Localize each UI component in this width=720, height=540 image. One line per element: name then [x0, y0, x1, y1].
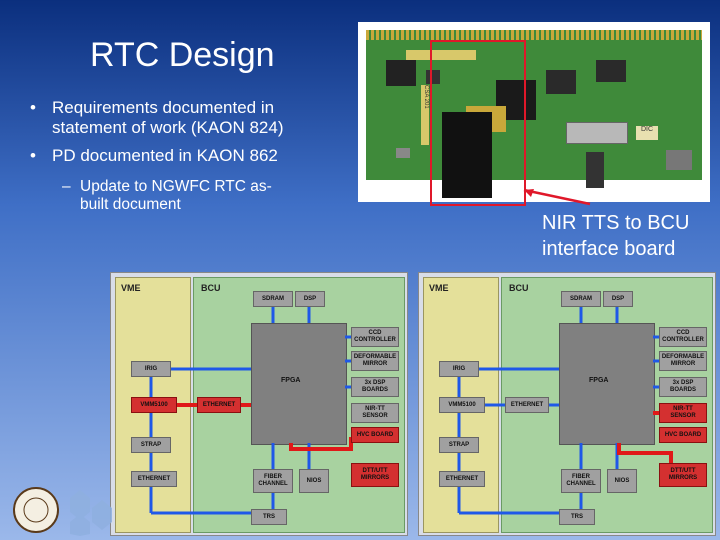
- sub-bullet-dash: –: [62, 178, 71, 195]
- vme-label: VME: [429, 283, 449, 293]
- dsp-boards-block: 3x DSP BOARDS: [351, 377, 399, 397]
- rj45-connector: [666, 150, 692, 170]
- ethernet-vme-block: ETHERNET: [131, 471, 177, 487]
- bullet-dot: •: [30, 146, 36, 165]
- chip: [546, 70, 576, 94]
- deformable-mirror-block: DEFORMABLE MIRROR: [351, 351, 399, 371]
- interface-board: [442, 112, 492, 198]
- block-diagram-left: VME BCU FPGA SDRAM DSP CCD CONTROLLER DE…: [110, 272, 408, 536]
- photo-caption: NIR TTS to BCU interface board: [542, 210, 689, 262]
- bullet-1-line-1: Requirements documented in: [52, 98, 275, 117]
- dtt-utt-mirrors-block: DTT/UTT MIRRORS: [659, 463, 707, 487]
- irig-block: IRIG: [131, 361, 171, 377]
- ccd-controller-block: CCD CONTROLLER: [351, 327, 399, 347]
- dsp-boards-block: 3x DSP BOARDS: [659, 377, 707, 397]
- irig-block: IRIG: [439, 361, 479, 377]
- hvc-board-block: HVC BOARD: [659, 427, 707, 443]
- label-strip: [406, 50, 476, 60]
- trs-block: TRS: [559, 509, 595, 525]
- edge-connector: [366, 30, 702, 40]
- fpga-block: [559, 323, 655, 445]
- bullet-1-line-2: statement of work (KAON 824): [52, 118, 284, 137]
- nir-tt-sensor-block: NIR-TT SENSOR: [659, 403, 707, 423]
- chip: [426, 70, 440, 84]
- slide-title: RTC Design: [90, 36, 275, 74]
- ccd-controller-block: CCD CONTROLLER: [659, 327, 707, 347]
- snowflake-logo-icon: [70, 490, 112, 536]
- fiber-module: [566, 122, 628, 144]
- vmm5100-block: VMM5100: [131, 397, 177, 413]
- fpga-label: FPGA: [589, 377, 609, 384]
- sdram-block: SDRAM: [561, 291, 601, 307]
- dsp-block: DSP: [603, 291, 633, 307]
- fiber-channel-block: FIBER CHANNEL: [253, 469, 293, 493]
- fiber-channel-block: FIBER CHANNEL: [561, 469, 601, 493]
- highlight-box: [430, 40, 526, 206]
- dtt-utt-mirrors-block: DTT/UTT MIRRORS: [351, 463, 399, 487]
- bullet-2-line-1: PD documented in KAON 862: [52, 146, 278, 165]
- university-seal-icon: [13, 487, 59, 533]
- pcb-photo: DIC CSA 201: [358, 22, 710, 206]
- pcb-board: DIC CSA 201: [366, 30, 702, 180]
- dsp-block: DSP: [295, 291, 325, 307]
- strap-block: STRAP: [131, 437, 171, 453]
- bcu-label: BCU: [509, 283, 529, 293]
- chip: [386, 60, 416, 86]
- nios-block: NIOS: [607, 469, 637, 493]
- ethernet-bcu-block: ETHERNET: [505, 397, 549, 413]
- caption-line-1: NIR TTS to BCU: [542, 212, 690, 234]
- vmm5100-block: VMM5100: [439, 397, 485, 413]
- pointer-arrow: [523, 188, 591, 206]
- vme-label: VME: [121, 283, 141, 293]
- sub-bullet-1-line-1: Update to NGWFC RTC as-: [80, 178, 272, 195]
- nios-block: NIOS: [299, 469, 329, 493]
- fpga-label: FPGA: [281, 377, 301, 384]
- ethernet-bcu-block: ETHERNET: [197, 397, 241, 413]
- fpga-block: [251, 323, 347, 445]
- bullet-dot: •: [30, 98, 36, 117]
- trs-block: TRS: [251, 509, 287, 525]
- csa-label: CSA 201: [421, 85, 429, 145]
- nir-tt-sensor-block: NIR-TT SENSOR: [351, 403, 399, 423]
- connector: [396, 148, 410, 158]
- institution-seals: [13, 487, 112, 536]
- bullet-2: • PD documented in KAON 862: [30, 146, 278, 166]
- bcu-label: BCU: [201, 283, 221, 293]
- caption-line-2: interface board: [542, 238, 676, 260]
- ethernet-vme-block: ETHERNET: [439, 471, 485, 487]
- strap-block: STRAP: [439, 437, 479, 453]
- dic-label: DIC: [636, 126, 658, 140]
- sub-bullet-1: – Update to NGWFC RTC as- built document: [62, 178, 272, 214]
- sdram-block: SDRAM: [253, 291, 293, 307]
- hvc-board-block: HVC BOARD: [351, 427, 399, 443]
- fiber-connector: [586, 152, 604, 188]
- chip: [596, 60, 626, 82]
- block-diagram-right: VME BCU FPGA SDRAM DSP CCD CONTROLLER DE…: [418, 272, 716, 536]
- sub-bullet-1-line-2: built document: [80, 196, 181, 213]
- bullet-1: • Requirements documented in statement o…: [30, 98, 284, 138]
- deformable-mirror-block: DEFORMABLE MIRROR: [659, 351, 707, 371]
